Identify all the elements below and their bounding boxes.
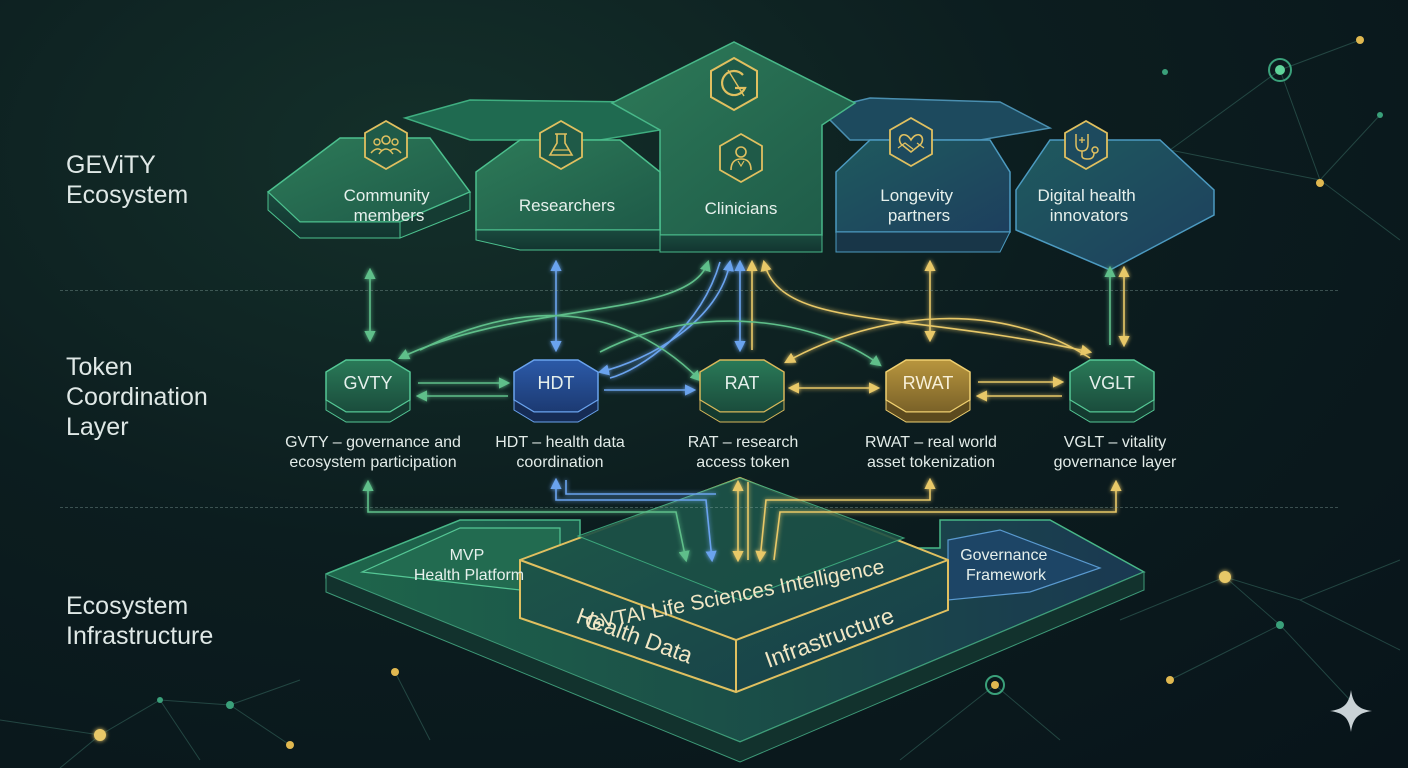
platform-longevity[interactable] (835, 139, 1011, 253)
layer-tokens-label: Token Coordination Layer (66, 353, 208, 441)
token-rat[interactable] (699, 359, 785, 423)
stakeholder-longevity-label: Longevity partners (880, 186, 958, 225)
connectors (362, 259, 1130, 563)
divider-top (60, 290, 1338, 291)
handshake-heart-icon (889, 116, 933, 168)
token-gvty[interactable] (325, 359, 411, 423)
stethoscope-icon (1064, 119, 1108, 171)
infra-mvp-label: MVP Health Platform (414, 547, 524, 584)
infrastructure-platform (325, 476, 1146, 763)
layer-ecosystem-label: GEViTY Ecosystem (66, 151, 189, 209)
stakeholder-clinicians-label: Clinicians (705, 199, 778, 218)
token-rwat[interactable] (885, 359, 971, 423)
platform-community[interactable] (266, 137, 472, 239)
background-nodes (94, 36, 1383, 749)
sparkle-star-icon (1330, 690, 1372, 732)
infra-governance-label: Governance Framework (960, 547, 1052, 584)
layer-infrastructure-label: Ecosystem Infrastructure (66, 592, 214, 650)
stakeholder-researchers-label: Researchers (519, 196, 615, 215)
clinician-icon (719, 132, 763, 184)
platform-researchers[interactable] (475, 139, 661, 251)
token-vglt-desc: VGLT – vitality governance layer (1053, 434, 1177, 471)
stakeholder-community-label: Community members (344, 186, 435, 225)
stakeholder-digital-label: Digital health innovators (1037, 186, 1140, 225)
token-gvty-desc: GVTY – governance and ecosystem particip… (285, 434, 461, 471)
divider-bottom (60, 507, 1338, 508)
flask-icon (539, 119, 583, 171)
token-vglt[interactable] (1069, 359, 1155, 423)
token-hdt[interactable] (513, 359, 599, 423)
platform-digital[interactable] (1015, 139, 1215, 271)
gevity-logo-icon (710, 56, 758, 112)
token-vglt-label: VGLT (1089, 373, 1135, 393)
community-icon (364, 119, 408, 171)
token-hdt-label: HDT (538, 373, 575, 393)
token-rwat-desc: RWAT – real world asset tokenization (865, 434, 997, 471)
token-hdt-desc: HDT – health data coordination (495, 434, 625, 471)
stakeholder-back-slabs (402, 97, 1053, 141)
token-rat-desc: RAT – research access token (687, 434, 799, 471)
token-gvty-label: GVTY (343, 373, 392, 393)
token-rat-label: RAT (725, 373, 760, 393)
token-rwat-label: RWAT (903, 373, 954, 393)
